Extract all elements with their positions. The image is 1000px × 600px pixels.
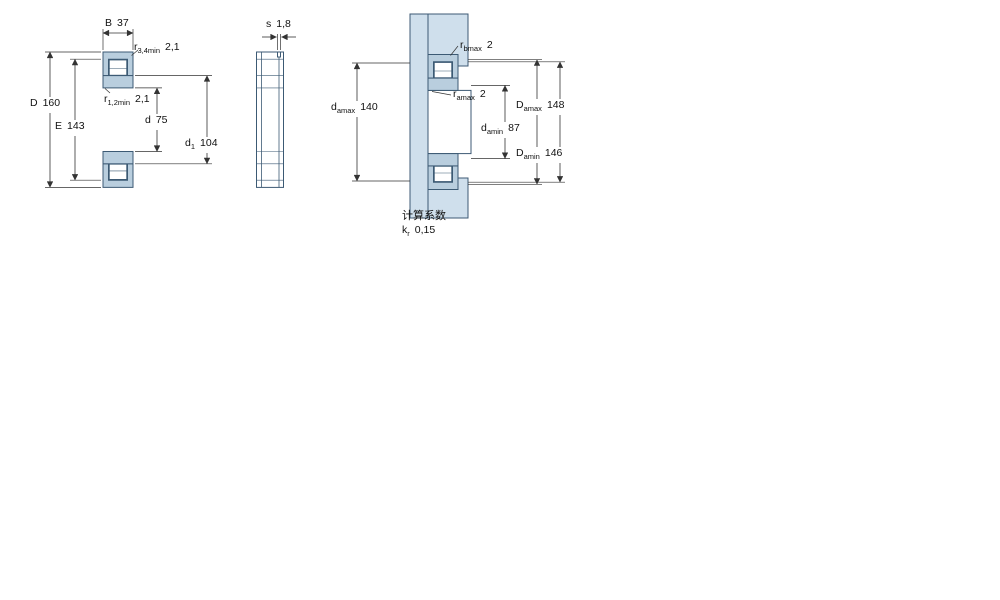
- bearing-diagram-svg: [45, 13, 565, 219]
- bearing-half-section: [427, 54, 459, 91]
- bearing-half-section: [427, 153, 459, 190]
- calculation-factors-title: 计算系数: [402, 210, 446, 222]
- bearing-half-section: [102, 151, 134, 188]
- bearing-half-section: [102, 51, 134, 89]
- mounting-view: [352, 13, 565, 219]
- cross-section-view: [45, 29, 212, 188]
- side-view: [256, 33, 296, 188]
